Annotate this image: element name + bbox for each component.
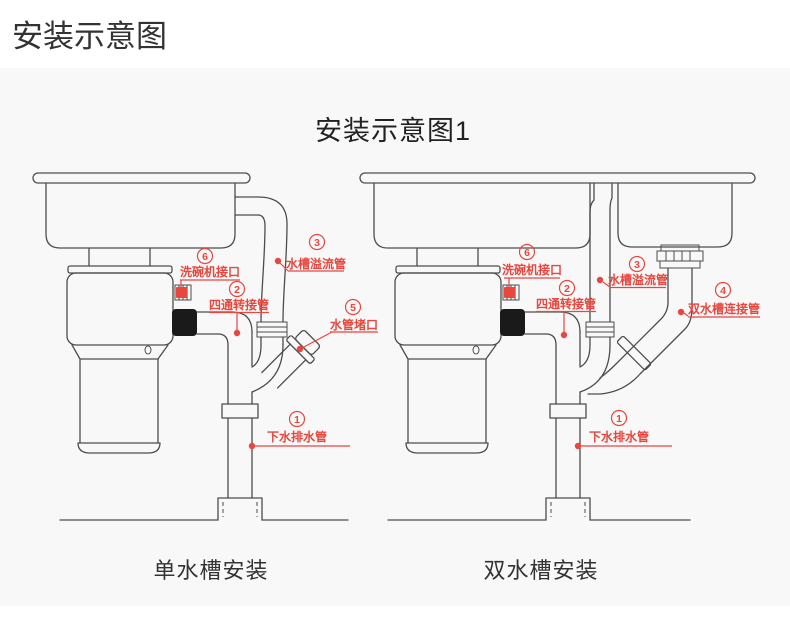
label-number: 1 [294, 414, 300, 426]
label-drain-pipe: 1 下水排水管 [248, 410, 350, 450]
label-text: 下水排水管 [267, 429, 327, 444]
caption-single-sink: 单水槽安装 [153, 558, 268, 583]
label-number: 3 [314, 237, 320, 249]
sink-basins [359, 172, 756, 249]
connector-flange [616, 335, 652, 371]
label-text: 四通转接管 [536, 296, 596, 311]
label-four-way-adapter: 2 四通转接管 [209, 280, 269, 337]
label-four-way-adapter: 2 四通转接管 [536, 279, 596, 339]
label-double-sink-connector: 4 双水槽连接管 [677, 281, 760, 318]
label-number: 5 [350, 302, 356, 314]
label-dishwasher-port: 6 洗碗机接口 [502, 243, 562, 298]
overflow-pipe [579, 182, 615, 393]
label-text: 水槽溢流管 [286, 256, 346, 271]
drain-piping [387, 311, 691, 521]
label-number: 1 [616, 413, 622, 425]
label-number: 2 [564, 283, 570, 295]
label-drain-pipe: 1 下水排水管 [574, 409, 672, 450]
label-text: 水槽溢流管 [608, 272, 668, 287]
disposer-unit [394, 247, 525, 454]
label-number: 6 [524, 247, 530, 259]
caption-double-sink: 双水槽安装 [483, 558, 598, 583]
drain-piping [59, 311, 349, 521]
label-text: 四通转接管 [209, 297, 269, 312]
double-sink-diagram: 6 洗碗机接口 2 四通转接管 3 水槽溢流管 4 双水槽连接管 [359, 172, 760, 583]
outlet-coupling [500, 309, 525, 336]
label-dishwasher-port: 6 洗碗机接口 [176, 247, 240, 298]
label-pipe-plug: 5 水管堵口 [296, 298, 378, 353]
single-sink-diagram: 6 洗碗机接口 2 四通转接管 3 水槽溢流管 5 水管堵口 [32, 172, 378, 583]
sink-basin [32, 172, 259, 249]
label-sink-overflow-pipe: 3 水槽溢流管 [596, 255, 668, 289]
page-title: 安装示意图 [12, 19, 167, 54]
label-text: 洗碗机接口 [502, 262, 562, 277]
label-text: 双水槽连接管 [688, 301, 760, 316]
label-text: 水管堵口 [330, 317, 378, 332]
label-text: 下水排水管 [589, 429, 649, 444]
label-sink-overflow-pipe: 3 水槽溢流管 [274, 233, 346, 272]
label-number: 6 [202, 251, 208, 263]
label-number: 2 [234, 284, 240, 296]
panel-subtitle: 安装示意图1 [315, 116, 471, 146]
outlet-coupling [172, 309, 197, 336]
label-number: 4 [720, 285, 726, 297]
label-text: 洗碗机接口 [180, 264, 240, 279]
double-sink-connector-pipe [587, 244, 704, 395]
label-number: 3 [634, 259, 640, 271]
disposer-unit [66, 247, 197, 454]
overflow-pipe [251, 196, 288, 393]
